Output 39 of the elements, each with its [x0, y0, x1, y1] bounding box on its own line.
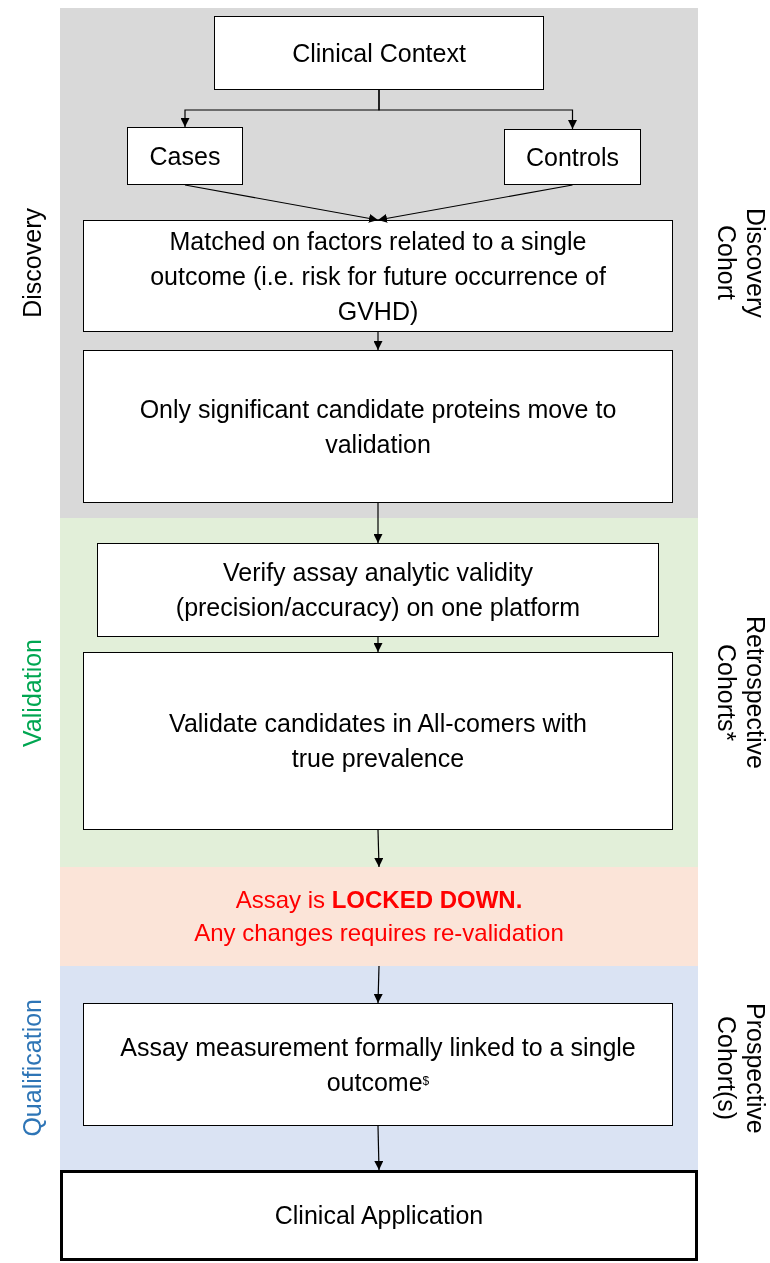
phase-band — [60, 966, 698, 1170]
phase-label: Validation — [18, 638, 47, 747]
arrow — [373, 502, 383, 544]
warning-text: Any changes requires re-validation — [194, 917, 564, 948]
phase-band — [60, 518, 698, 867]
process-box — [83, 1003, 673, 1126]
box-text: Controls — [525, 141, 620, 173]
phase-label: Prospective Cohort(s) — [712, 1001, 770, 1136]
process-box — [60, 1170, 698, 1261]
phase-band — [60, 8, 698, 518]
process-box — [127, 127, 243, 185]
phase-label: Retrospective Cohorts* — [712, 615, 770, 771]
box-text: Only significant candidate proteins move to validation — [138, 393, 618, 460]
arrow — [373, 965, 383, 1004]
warning-text: Assay is LOCKED DOWN. — [235, 885, 523, 916]
process-box — [83, 220, 673, 332]
arrow — [377, 184, 574, 223]
process-box — [83, 652, 673, 830]
arrow — [374, 829, 384, 868]
process-box — [504, 129, 641, 185]
process-box — [97, 543, 659, 637]
phase-label: Qualification — [18, 999, 47, 1137]
process-box — [214, 16, 544, 90]
phase-label: Discovery Cohort — [712, 207, 770, 320]
arrow — [184, 184, 379, 223]
phase-label: Discovery — [18, 208, 47, 318]
box-text: Clinical Application — [274, 1200, 484, 1231]
arrow — [373, 636, 383, 653]
warning-band — [60, 867, 698, 966]
arrow — [373, 331, 383, 351]
box-text: Assay measurement formally linked to a single outcome$^{$}$ — [119, 1031, 637, 1098]
arrow — [374, 1125, 384, 1171]
box-text: Verify assay analytic validity (precision/accuracy) on one platform — [174, 557, 582, 623]
box-text: Validate candidates in All-comers with true prevalence — [168, 708, 588, 774]
process-box — [83, 350, 673, 503]
box-text: Matched on factors related to a single outcome (i.e. risk for future occurrence of GVHD) — [149, 225, 607, 327]
box-text: Cases — [149, 140, 221, 172]
box-text: Clinical Context — [292, 37, 466, 69]
arrow — [378, 89, 577, 130]
